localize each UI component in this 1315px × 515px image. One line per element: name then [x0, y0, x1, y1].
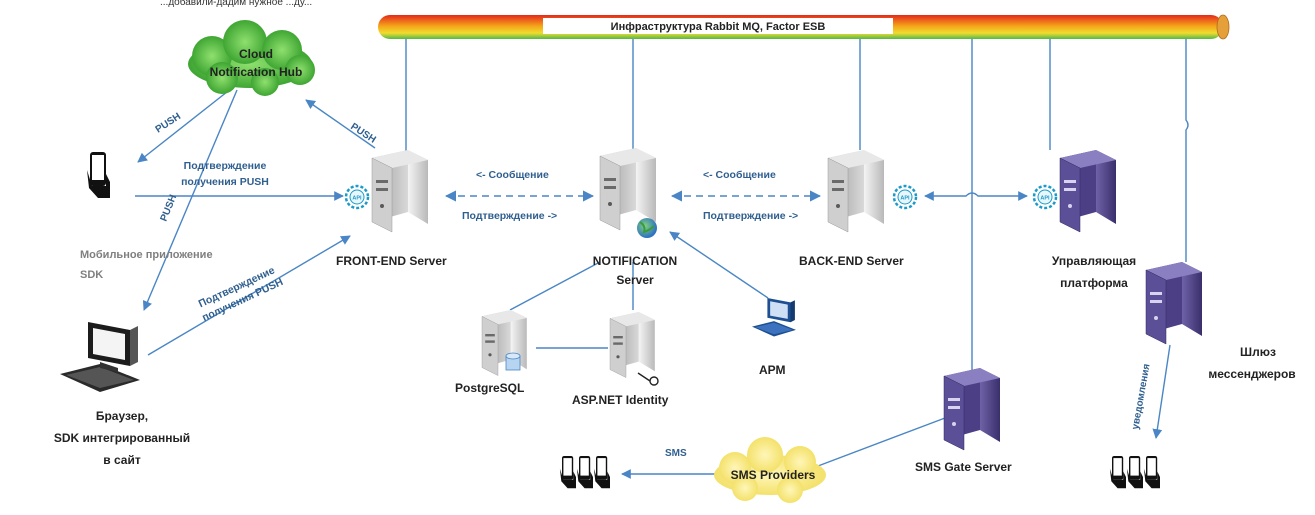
phone-icon — [1109, 456, 1126, 489]
sms-gate-label: SMS Gate Server — [915, 460, 1012, 474]
mobile-phone-icon — [87, 152, 110, 198]
back-api-gear-icon: API — [892, 184, 918, 210]
control-platform-server-icon — [1059, 149, 1117, 233]
message-front-label: <- Сообщение — [476, 169, 549, 181]
push-front-to-hub — [305, 99, 376, 149]
arm-link — [669, 231, 769, 299]
messenger-gateway-server-icon — [1145, 261, 1203, 345]
notification-server-icon — [599, 147, 657, 231]
phone-icon — [593, 456, 610, 489]
sms-gate-node: SMS Gate Server — [915, 367, 1012, 474]
push-hub-to-mobile — [137, 87, 233, 163]
push-hub-to-browser-label: PUSH — [159, 193, 180, 223]
postgres-link — [509, 261, 601, 311]
back-end-label: BACK-END Server — [799, 254, 904, 268]
svg-text:Подтверждениеполучения PUSH: Подтверждениеполучения PUSH — [194, 263, 285, 324]
front-api-gear-icon: API — [344, 184, 370, 210]
svg-text:API: API — [352, 196, 362, 202]
back-end-server-node: API BACK-END Server — [799, 149, 918, 268]
cloud-icon — [188, 20, 315, 96]
push-front-to-hub-label: PUSH — [348, 121, 377, 145]
infrastructure-bus: Инфраструктура Rabbit MQ, Factor ESB — [378, 14, 1230, 40]
gate-providers-link — [817, 417, 946, 467]
confirm-browser-line — [147, 235, 351, 356]
sms-providers-label: SMS Providers — [731, 468, 816, 482]
bus-label-box — [543, 18, 893, 34]
phone-icon — [559, 456, 576, 489]
sms-providers-node: SMS Providers — [714, 437, 826, 503]
aspnet-label: ASP.NET Identity — [572, 393, 669, 407]
database-icon — [505, 352, 521, 371]
connection-lines — [135, 39, 1189, 479]
notifications-link — [1152, 344, 1171, 439]
confirm-browser-label: Подтверждениеполучения PUSH — [194, 263, 285, 324]
phone-icon — [576, 456, 593, 489]
bus-pipe-end — [1216, 14, 1230, 40]
workstation-icon — [60, 322, 140, 392]
phones-group-messengers — [1109, 456, 1160, 489]
arm-workstation-icon — [752, 298, 796, 337]
back-control-link — [924, 191, 1028, 201]
aspnet-server-icon — [609, 311, 656, 379]
key-icon — [637, 372, 659, 386]
aspnet-node: ASP.NET Identity — [572, 311, 669, 407]
phone-icon — [1126, 456, 1143, 489]
sms-gate-server-icon — [943, 367, 1001, 451]
notifications-label: уведомления — [1130, 363, 1152, 431]
message-back-label: <- Сообщение — [703, 169, 776, 181]
confirm-front-label: Подтверждение -> — [462, 210, 557, 222]
arm-node: АРМ — [752, 298, 796, 377]
front-end-label: FRONT-END Server — [336, 254, 447, 268]
control-api-gear-icon: API — [1032, 184, 1058, 210]
back-end-server-icon — [827, 149, 885, 233]
push-hub-to-browser — [142, 89, 238, 311]
postgres-label: PostgreSQL — [455, 381, 524, 395]
svg-text:API: API — [900, 196, 910, 202]
cloud-icon — [714, 437, 826, 503]
arm-label: АРМ — [759, 363, 786, 377]
bus-label: Инфраструктура Rabbit MQ, Factor ESB — [611, 21, 826, 33]
front-end-server-node: API FRONT-END Server — [336, 149, 447, 268]
sms-label: SMS — [665, 448, 687, 459]
bus-link-gateway — [1185, 39, 1189, 262]
phones-group-sms — [559, 456, 610, 489]
push-hub-to-mobile-label: PUSH — [154, 111, 183, 135]
postgres-node: PostgreSQL — [455, 309, 528, 395]
front-end-server-icon — [371, 149, 429, 233]
confirm-back-label: Подтверждение -> — [703, 210, 798, 222]
svg-text:API: API — [1040, 196, 1050, 202]
top-caption: ...добавили-дадим нужное ...ду... — [160, 0, 312, 8]
phone-icon — [1143, 456, 1160, 489]
globe-icon — [637, 218, 657, 238]
